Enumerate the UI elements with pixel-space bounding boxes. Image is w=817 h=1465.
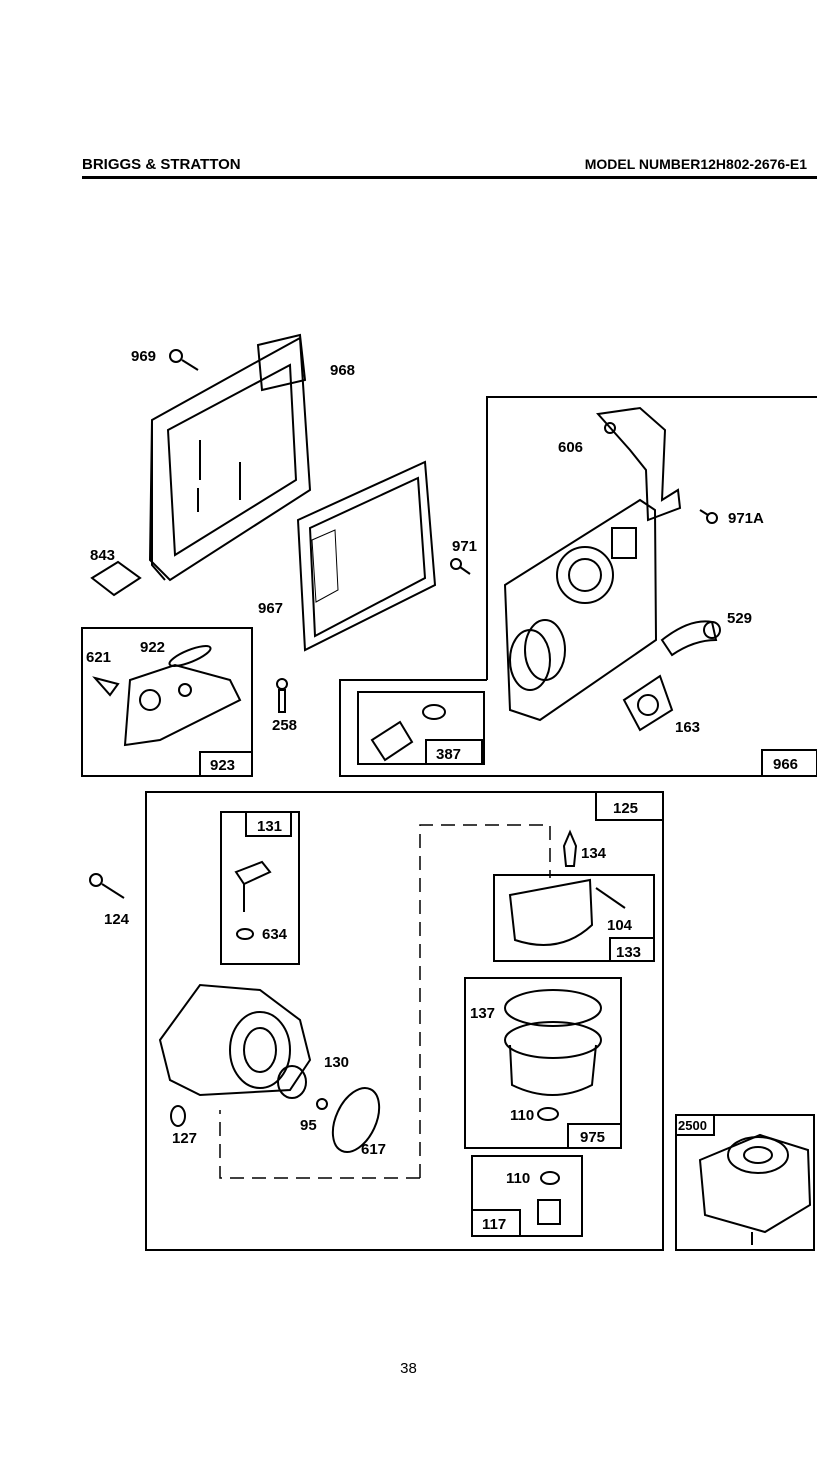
part-label-606: 606 — [558, 439, 583, 456]
part-label-529: 529 — [727, 610, 752, 627]
part-label-130: 130 — [324, 1054, 349, 1071]
part-label-134: 134 — [581, 845, 607, 862]
part-label-617: 617 — [361, 1141, 386, 1158]
needle-134-icon — [564, 832, 576, 866]
bracket-606-icon — [598, 408, 680, 520]
part-label-117: 117 — [482, 1216, 506, 1233]
part-label-163: 163 — [675, 719, 700, 736]
air-cleaner-base-968-icon — [150, 335, 310, 580]
part-label-110-lower: 110 — [506, 1170, 530, 1187]
screw-95-icon — [317, 1099, 327, 1109]
part-label-127: 127 — [172, 1130, 197, 1147]
float-133-icon — [510, 880, 625, 945]
bowl-nut-117-icon — [538, 1200, 560, 1224]
air-cleaner-body-966-icon — [505, 500, 656, 720]
part-label-104: 104 — [607, 917, 633, 934]
choke-assembly-923-icon — [95, 665, 240, 745]
plug-127-icon — [171, 1106, 185, 1126]
carburetor-icon — [160, 985, 310, 1098]
elbow-529-icon — [662, 621, 720, 655]
primer-bulb-387-icon — [372, 705, 445, 760]
screw-969-icon — [170, 350, 198, 370]
part-label-258: 258 — [272, 717, 297, 734]
screw-258-icon — [277, 679, 287, 712]
part-label-971: 971 — [452, 538, 477, 555]
engine-2500-icon — [700, 1135, 810, 1245]
screw-971A-icon — [700, 510, 717, 523]
part-label-2500: 2500 — [678, 1118, 707, 1133]
gasket-163-icon — [624, 676, 672, 730]
part-label-975: 975 — [580, 1129, 605, 1146]
part-label-971A: 971A — [728, 510, 764, 527]
part-label-125: 125 — [613, 800, 638, 817]
part-label-137: 137 — [470, 1005, 495, 1022]
screw-124-icon — [90, 874, 124, 898]
group-box-975 — [465, 978, 621, 1148]
part-label-968: 968 — [330, 362, 355, 379]
seal-110-icon — [541, 1172, 559, 1184]
seal-634-icon — [237, 929, 253, 939]
assembly-bracket-top — [420, 825, 550, 1178]
group-line-966-top — [487, 397, 817, 680]
group-box-387 — [358, 692, 484, 764]
part-label-634: 634 — [262, 926, 288, 943]
part-label-621: 621 — [86, 649, 111, 666]
part-label-95: 95 — [300, 1117, 317, 1134]
float-bowl-975-icon — [505, 990, 601, 1120]
air-filter-967-icon — [298, 462, 435, 650]
part-label-133: 133 — [616, 944, 641, 961]
foam-843-icon — [92, 562, 140, 595]
part-label-124: 124 — [104, 911, 130, 928]
part-label-843: 843 — [90, 547, 115, 564]
part-label-967: 967 — [258, 600, 283, 617]
assembly-bracket-bottom — [220, 1110, 420, 1178]
part-label-110-upper: 110 — [510, 1107, 534, 1124]
part-label-966: 966 — [773, 756, 798, 773]
part-label-131: 131 — [257, 818, 282, 835]
part-label-923: 923 — [210, 757, 235, 774]
part-label-387: 387 — [436, 746, 461, 763]
screw-971-icon — [451, 559, 470, 574]
part-label-922: 922 — [140, 639, 165, 656]
throttle-shaft-131-icon — [236, 862, 270, 912]
page-number: 38 — [0, 1360, 817, 1377]
part-label-969: 969 — [131, 348, 156, 365]
